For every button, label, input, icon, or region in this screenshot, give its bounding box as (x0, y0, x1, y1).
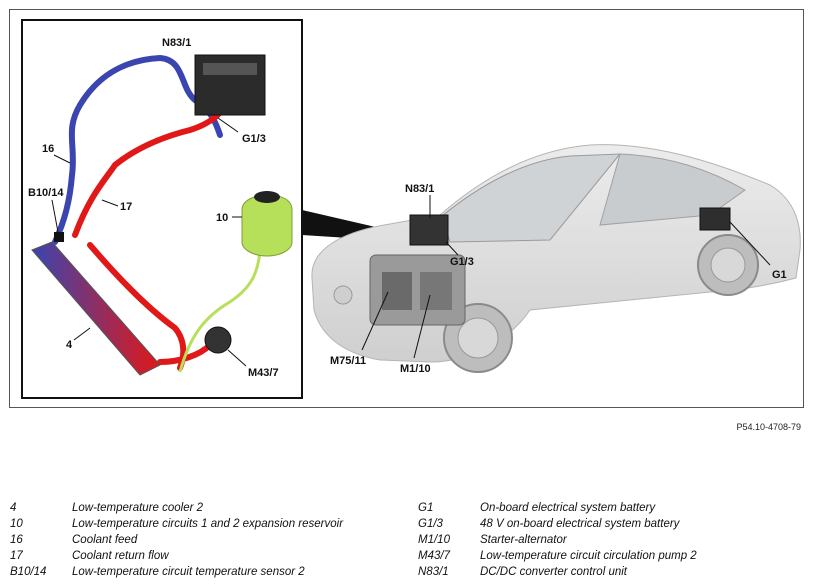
reservoir-hose (178, 249, 262, 373)
legend-code: N83/1 (418, 566, 449, 578)
callout-4: 4 (66, 339, 73, 351)
legend-code: 16 (10, 534, 23, 546)
legend-desc: Starter-alternator (480, 534, 567, 546)
windshield (441, 153, 622, 243)
callout-m110: M1/10 (400, 363, 431, 375)
callout-g13-car: G1/3 (450, 256, 474, 268)
star-emblem (333, 285, 353, 305)
diagram-frame: N83/1 G1/3 G1 M75/11 M1/10 N83/1 G1/3 16… (9, 9, 804, 408)
callout-10: 10 (216, 212, 228, 224)
legend-code: M43/7 (418, 550, 450, 562)
callout-17: 17 (120, 201, 132, 213)
legend-desc: Low-temperature circuit temperature sens… (72, 566, 305, 578)
low-temp-cooler (31, 241, 161, 376)
reservoir-cap (254, 191, 280, 203)
legend-code: 10 (10, 518, 23, 530)
callout-n83-detail: N83/1 (162, 37, 191, 49)
diagram-canvas: N83/1 G1/3 G1 M75/11 M1/10 N83/1 G1/3 16… (21, 19, 801, 399)
legend-code: M1/10 (418, 534, 450, 546)
expansion-reservoir (241, 194, 293, 257)
dcdc-converter-in-car (409, 214, 449, 246)
legend-code: 17 (10, 550, 23, 562)
legend-desc: 48 V on-board electrical system battery (480, 518, 680, 530)
legend-desc: Low-temperature circuits 1 and 2 expansi… (72, 518, 344, 530)
side-window (599, 153, 746, 226)
coolant-return-line (72, 92, 233, 371)
legend-code: 4 (10, 502, 17, 514)
legend-desc: On-board electrical system battery (480, 502, 656, 514)
callout-g1: G1 (772, 269, 787, 281)
onboard-battery (699, 207, 731, 231)
legend-desc: DC/DC converter control unit (480, 566, 627, 578)
callout-g13-detail: G1/3 (242, 133, 266, 145)
legend-code: G1 (418, 502, 434, 514)
legend-desc: Low-temperature cooler 2 (72, 502, 204, 514)
legend-code: B10/14 (10, 566, 47, 578)
legend-desc: Coolant feed (72, 534, 138, 546)
circulation-pump (204, 326, 232, 354)
legend-desc: Low-temperature circuit circulation pump… (480, 550, 697, 562)
callout-n83-car: N83/1 (405, 183, 434, 195)
legend-desc: Coolant return flow (72, 550, 169, 562)
callout-m7511: M75/11 (330, 355, 366, 367)
legend-code: G1/3 (418, 518, 443, 530)
callout-16: 16 (42, 143, 54, 155)
car-illustration (311, 144, 801, 373)
figure-id: P54.10-4708-79 (736, 422, 801, 432)
callout-m437: M43/7 (248, 367, 279, 379)
coolant-circuit-detail (31, 54, 293, 376)
callout-b1014: B10/14 (28, 187, 64, 199)
temperature-sensor (54, 232, 64, 242)
